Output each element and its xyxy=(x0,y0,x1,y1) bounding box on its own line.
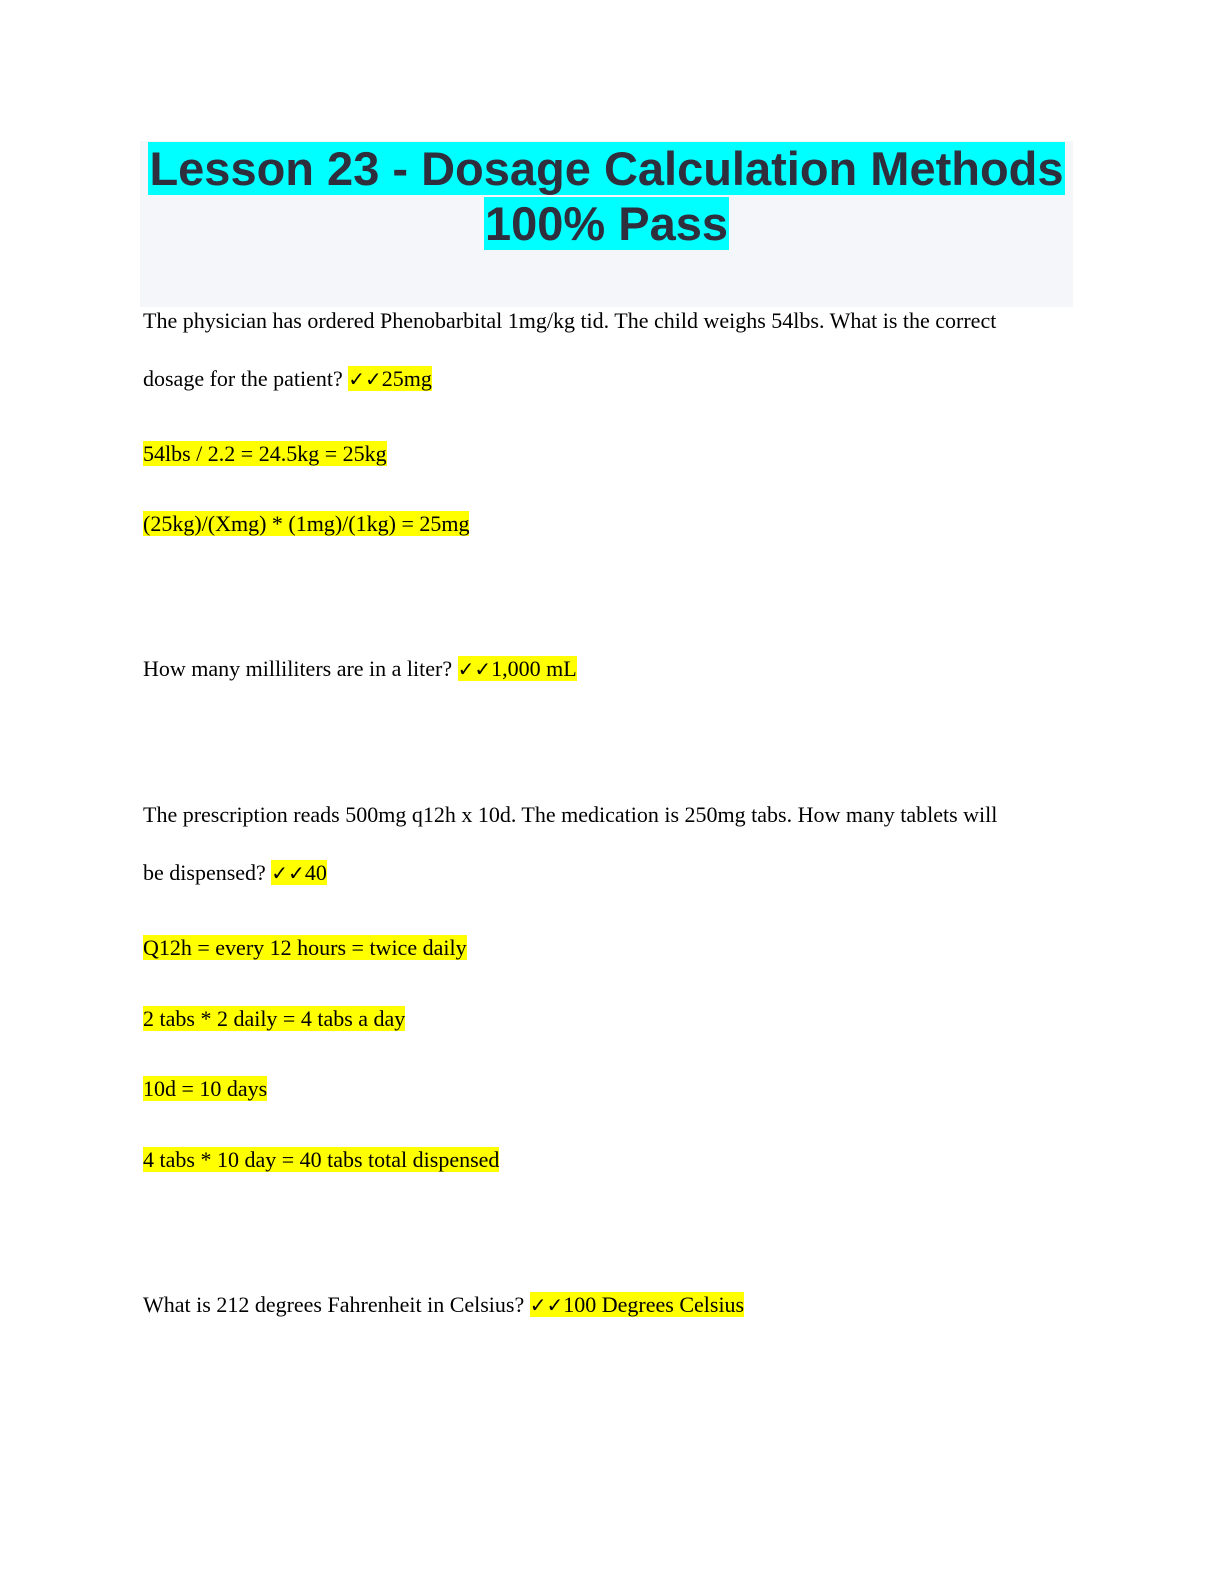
double-check-icon: ✓✓ xyxy=(271,861,305,885)
question-2: How many milliliters are in a liter? ✓✓1… xyxy=(143,654,577,684)
answer-3: ✓✓40 xyxy=(271,860,327,885)
question-text: dosage for the patient? xyxy=(143,366,343,391)
answer-text: 100 Degrees Celsius xyxy=(563,1292,745,1317)
double-check-icon: ✓✓ xyxy=(348,367,382,391)
page-title-line2: 100% Pass xyxy=(483,197,730,250)
work-3-4: 4 tabs * 10 day = 40 tabs total dispense… xyxy=(143,1147,500,1172)
question-1-line2: dosage for the patient? ✓✓25mg xyxy=(143,364,432,394)
work-3-2: 2 tabs * 2 daily = 4 tabs a day xyxy=(143,1006,406,1031)
answer-2: ✓✓1,000 mL xyxy=(457,656,577,681)
answer-4: ✓✓100 Degrees Celsius xyxy=(529,1292,745,1317)
title-box: Lesson 23 - Dosage Calculation Methods 1… xyxy=(140,141,1073,307)
question-1-line1: The physician has ordered Phenobarbital … xyxy=(143,308,997,333)
work-3-3: 10d = 10 days xyxy=(143,1076,268,1101)
answer-text: 40 xyxy=(304,860,327,885)
work-1-1: 54lbs / 2.2 = 24.5kg = 25kg xyxy=(143,441,387,466)
question-3-line1: The prescription reads 500mg q12h x 10d.… xyxy=(143,802,998,827)
answer-text: 1,000 mL xyxy=(491,656,577,681)
question-4: What is 212 degrees Fahrenheit in Celsiu… xyxy=(143,1290,745,1320)
question-text: What is 212 degrees Fahrenheit in Celsiu… xyxy=(143,1292,525,1317)
question-3-line2: be dispensed? ✓✓40 xyxy=(143,858,327,888)
work-1-2: (25kg)/(Xmg) * (1mg)/(1kg) = 25mg xyxy=(143,511,470,536)
question-text: How many milliliters are in a liter? xyxy=(143,656,453,681)
double-check-icon: ✓✓ xyxy=(529,1293,564,1317)
question-text: be dispensed? xyxy=(143,860,266,885)
page-title-line1: Lesson 23 - Dosage Calculation Methods xyxy=(148,142,1065,195)
answer-1: ✓✓25mg xyxy=(348,366,432,391)
answer-text: 25mg xyxy=(381,366,432,391)
double-check-icon: ✓✓ xyxy=(457,657,492,681)
work-3-1: Q12h = every 12 hours = twice daily xyxy=(143,935,467,960)
